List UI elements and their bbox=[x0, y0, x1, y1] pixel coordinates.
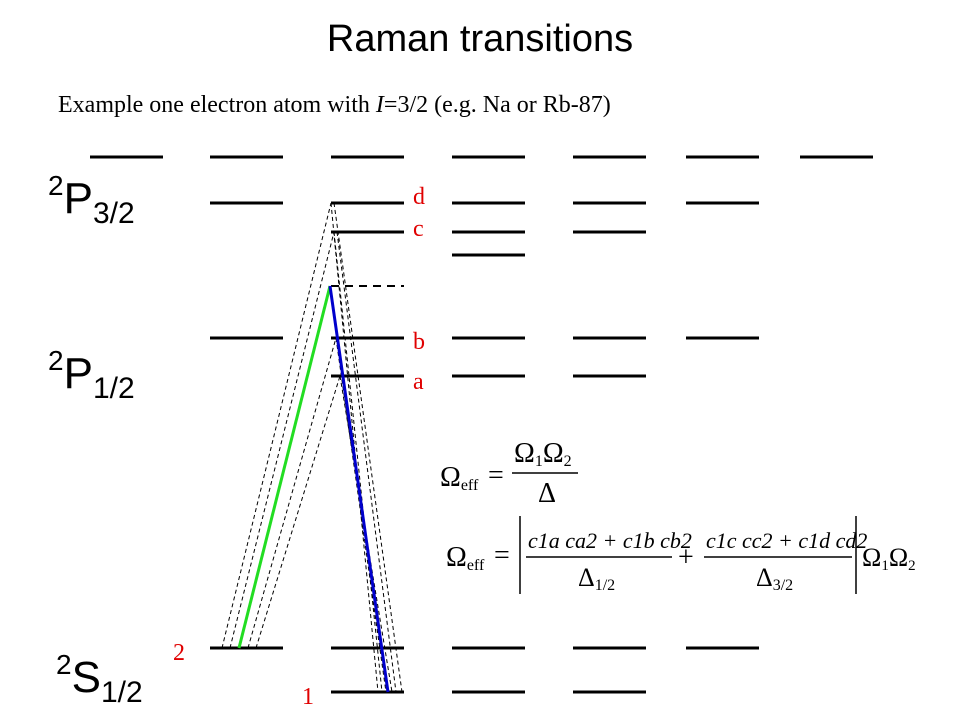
coupling-line bbox=[247, 337, 337, 649]
equation-full: Ωeff = c1a ca2 + c1b cb2 Δ1/2 + c1c cc2 … bbox=[446, 516, 916, 594]
letter-b: b bbox=[413, 329, 425, 355]
eq2-rabi-product: Ω1Ω2 bbox=[862, 543, 916, 574]
letter-d: d bbox=[413, 184, 425, 210]
coupling-line bbox=[333, 202, 403, 693]
subtitle: Example one electron atom with I=3/2 (e.… bbox=[58, 92, 611, 119]
page-title: Raman transitions bbox=[326, 18, 634, 60]
eq1-equals: = bbox=[488, 460, 504, 491]
state-label-p32: 2P3/2 bbox=[48, 170, 135, 230]
coupling-line bbox=[221, 202, 332, 649]
coupling-line bbox=[336, 231, 397, 693]
eq2-plus: + bbox=[678, 542, 694, 573]
coupling-line bbox=[333, 231, 383, 693]
subtitle-prefix: Example one electron atom with bbox=[58, 92, 376, 118]
state-sup: 2 bbox=[48, 170, 64, 201]
p12-levels bbox=[210, 336, 759, 378]
letter-2: 2 bbox=[173, 640, 185, 666]
letter-a: a bbox=[413, 369, 424, 395]
state-sub: 3/2 bbox=[93, 197, 135, 230]
state-base: P bbox=[64, 349, 93, 398]
eq2-term1-denominator: Δ1/2 bbox=[578, 563, 615, 594]
state-sub: 1/2 bbox=[93, 372, 135, 405]
eq2-term2-denominator: Δ3/2 bbox=[756, 563, 793, 594]
eq1-numerator: Ω1Ω2 bbox=[514, 438, 572, 470]
coupling-line bbox=[255, 375, 341, 649]
state-label-p12: 2P1/2 bbox=[48, 345, 135, 405]
subtitle-suffix: =3/2 (e.g. Na or Rb-87) bbox=[383, 92, 611, 118]
eq2-term1-numerator: c1a ca2 + c1b cb2 bbox=[528, 528, 692, 553]
s12-levels bbox=[210, 646, 759, 694]
equation-simple: Ωeff = Ω1Ω2 Δ bbox=[440, 438, 578, 509]
state-base: S bbox=[72, 653, 101, 702]
eq2-lhs: Ωeff bbox=[446, 542, 485, 574]
subtitle-var: I bbox=[375, 92, 384, 118]
state-base: P bbox=[64, 174, 93, 223]
letter-1: 1 bbox=[302, 684, 314, 710]
coupling-line bbox=[229, 231, 335, 649]
state-sup: 2 bbox=[48, 345, 64, 376]
state-sub: 1/2 bbox=[101, 676, 143, 709]
eq1-lhs: Ωeff bbox=[440, 462, 479, 494]
coupling-line bbox=[339, 375, 393, 693]
eq2-equals: = bbox=[494, 540, 510, 571]
green-beam bbox=[237, 285, 332, 649]
coupling-line bbox=[335, 337, 387, 693]
state-label-s12: 2S1/2 bbox=[56, 649, 143, 709]
p32-levels bbox=[90, 155, 873, 257]
dashed-couplings bbox=[221, 202, 403, 693]
eq2-term2-numerator: c1c cc2 + c1d cd2 bbox=[706, 528, 867, 553]
blue-beam bbox=[328, 285, 390, 693]
letter-c: c bbox=[413, 216, 424, 242]
state-sup: 2 bbox=[56, 649, 72, 680]
eq1-denominator: Δ bbox=[538, 478, 556, 509]
